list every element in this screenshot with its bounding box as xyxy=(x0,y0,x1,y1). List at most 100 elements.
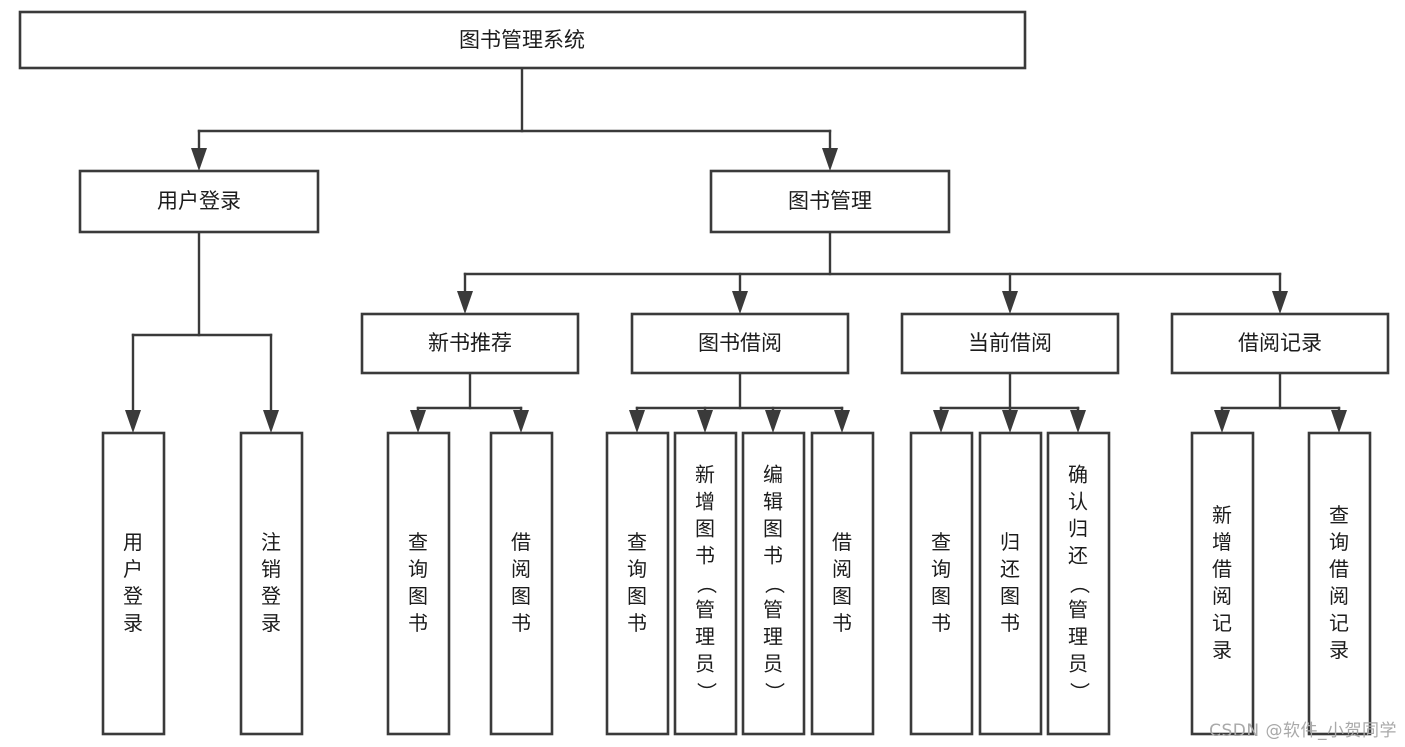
leaf-box[interactable] xyxy=(978,431,1043,736)
arrow-head-user-login xyxy=(191,148,207,171)
leaf-label-char: 询 xyxy=(931,557,951,581)
leaf-label-vertical: 用户登录 xyxy=(123,530,143,635)
leaf-label-char: 编 xyxy=(763,463,783,487)
leaf-label-char: 录 xyxy=(261,611,281,635)
node-book-manage-box[interactable] xyxy=(709,169,951,234)
leaf-label-char: 记 xyxy=(1212,611,1232,635)
arrow-head-leaf-new-book-2 xyxy=(513,410,529,433)
leaf-box[interactable] xyxy=(239,431,304,736)
leaf-label-char: 归 xyxy=(1068,517,1088,541)
leaf-label-char: （ xyxy=(1068,574,1092,594)
leaf-box[interactable] xyxy=(489,431,554,736)
leaf-box[interactable] xyxy=(1046,431,1111,736)
arrow-head-leaf-user-login-1 xyxy=(125,410,141,433)
node-user-login[interactable]: 用户登录 xyxy=(78,169,320,234)
leaf-box[interactable] xyxy=(741,431,806,736)
leaf-label-char: 用 xyxy=(123,530,143,554)
leaf-label-char: ） xyxy=(763,682,787,702)
leaf-label-char: 书 xyxy=(763,544,783,568)
leaf-box[interactable] xyxy=(1190,431,1255,736)
node-book-borrow-box[interactable] xyxy=(630,312,850,375)
node-book-manage-label: 图书管理 xyxy=(788,189,872,213)
node-new-book-recommend-box[interactable] xyxy=(360,312,580,375)
leaf-label-char: 阅 xyxy=(511,557,531,581)
leaf-box[interactable] xyxy=(605,431,670,736)
arrow-head-leaf-current-borrow-1 xyxy=(933,410,949,433)
leaf-label-char: 询 xyxy=(627,557,647,581)
node-current-borrow-label: 当前借阅 xyxy=(968,331,1052,355)
connector-layer xyxy=(125,66,1347,433)
leaf-box[interactable] xyxy=(909,431,974,736)
arrow-head-leaf-current-borrow-3 xyxy=(1070,410,1086,433)
leaf-node[interactable]: 用户登录 xyxy=(101,431,166,736)
arrow-head-new-book xyxy=(457,291,473,314)
node-user-login-box[interactable] xyxy=(78,169,320,234)
leaf-label-char: 员 xyxy=(695,652,715,676)
leaf-label-char: 还 xyxy=(1068,544,1088,568)
leaf-label-char: 员 xyxy=(1068,652,1088,676)
leaf-label-char: 登 xyxy=(261,584,281,608)
leaf-label-char: 阅 xyxy=(1329,584,1349,608)
node-borrow-record[interactable]: 借阅记录 xyxy=(1170,312,1390,375)
node-book-borrow[interactable]: 图书借阅 xyxy=(630,312,850,375)
leaf-label-char: 书 xyxy=(1000,611,1020,635)
leaf-label-char: 管 xyxy=(695,598,715,622)
leaf-label-char: 书 xyxy=(695,544,715,568)
leaf-label-char: 图 xyxy=(931,584,951,608)
leaf-label-char: 理 xyxy=(1068,625,1088,649)
leaf-box[interactable] xyxy=(386,431,451,736)
leaf-label-char: 辑 xyxy=(763,490,783,514)
leaf-label-char: 归 xyxy=(1000,530,1020,554)
leaf-box[interactable] xyxy=(101,431,166,736)
leaf-box[interactable] xyxy=(673,431,738,736)
leaf-label-char: 询 xyxy=(1329,530,1349,554)
leaf-label-char: 图 xyxy=(695,517,715,541)
leaf-label-char: 图 xyxy=(511,584,531,608)
node-new-book-recommend-label: 新书推荐 xyxy=(428,331,512,355)
leaf-label-char: 借 xyxy=(832,530,852,554)
leaf-label-char: 新 xyxy=(1212,503,1232,527)
arrow-head-leaf-new-book-1 xyxy=(410,410,426,433)
leaf-label-char: 阅 xyxy=(832,557,852,581)
arrow-head-book-manage xyxy=(822,148,838,171)
arrow-head-leaf-book-borrow-3 xyxy=(765,410,781,433)
leaf-label-char: 图 xyxy=(627,584,647,608)
arrow-head-leaf-book-borrow-1 xyxy=(629,410,645,433)
leaf-label-char: 查 xyxy=(931,530,951,554)
arrow-head-leaf-current-borrow-2 xyxy=(1002,410,1018,433)
node-root-box[interactable] xyxy=(18,10,1027,70)
node-current-borrow-box[interactable] xyxy=(900,312,1120,375)
arrow-head-borrow-record xyxy=(1272,291,1288,314)
node-current-borrow[interactable]: 当前借阅 xyxy=(900,312,1120,375)
leaf-box[interactable] xyxy=(810,431,875,736)
leaf-label-char: 书 xyxy=(408,611,428,635)
leaf-box[interactable] xyxy=(1307,431,1372,736)
arrow-head-current-borrow xyxy=(1002,291,1018,314)
node-book-manage[interactable]: 图书管理 xyxy=(709,169,951,234)
leaf-label-char: 阅 xyxy=(1212,584,1232,608)
leaf-label-char: 新 xyxy=(695,463,715,487)
node-root[interactable]: 图书管理系统 xyxy=(18,10,1027,70)
node-new-book-recommend[interactable]: 新书推荐 xyxy=(360,312,580,375)
node-borrow-record-box[interactable] xyxy=(1170,312,1390,375)
leaf-label-char: 还 xyxy=(1000,557,1020,581)
arrow-head-leaf-user-login-2 xyxy=(263,410,279,433)
